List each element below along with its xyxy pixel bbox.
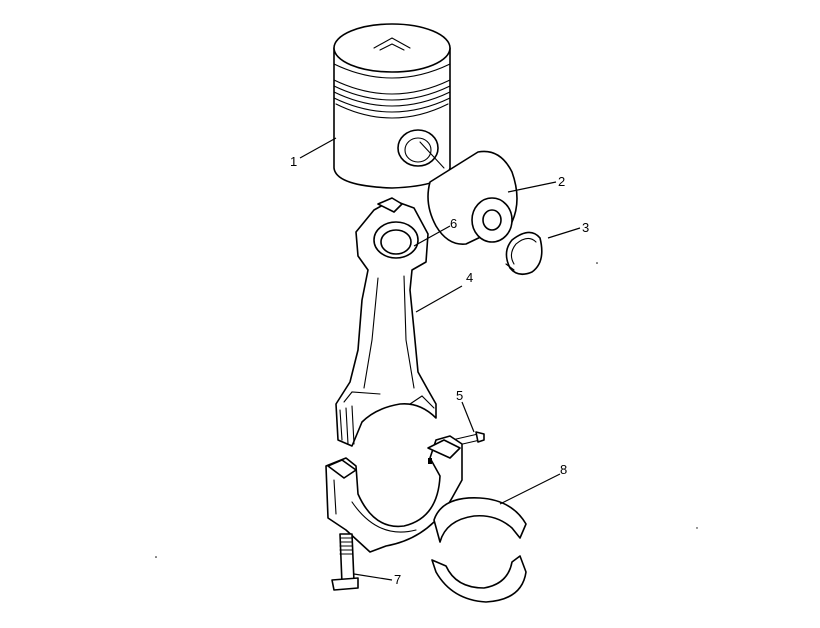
pin-bushing: [373, 221, 419, 259]
callout-8: 8: [560, 462, 567, 477]
callout-2: 2: [558, 174, 565, 189]
callout-1: 1: [290, 154, 297, 169]
callout-4: 4: [466, 270, 473, 285]
dowel: [451, 431, 485, 447]
callout-5: 5: [456, 388, 463, 403]
callout-7: 7: [394, 572, 401, 587]
callout-6: 6: [450, 216, 457, 231]
scan-specks: [155, 262, 698, 558]
callout-3: 3: [582, 220, 589, 235]
rod-bolt: [331, 533, 359, 591]
connecting-rod: [335, 197, 437, 447]
leader-lines: [299, 137, 581, 581]
piston-pin: [419, 141, 518, 245]
callout-labels: 1 2 3 6 4 5 7 8: [290, 154, 589, 587]
rod-cap: [325, 435, 463, 553]
retaining-ring: [505, 231, 543, 276]
piston: [333, 23, 451, 189]
rod-bearing: [431, 497, 527, 603]
